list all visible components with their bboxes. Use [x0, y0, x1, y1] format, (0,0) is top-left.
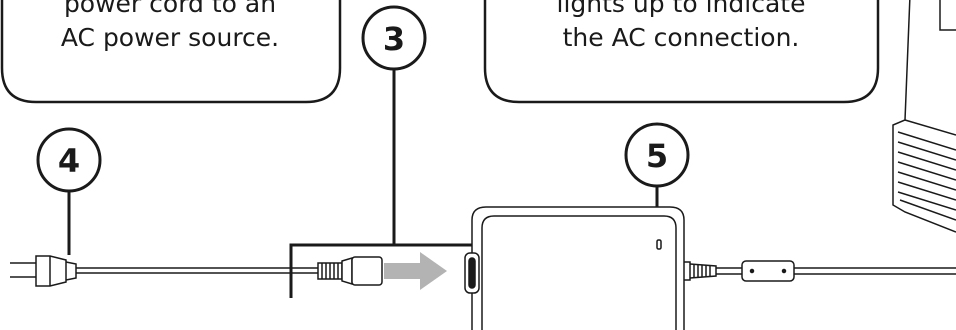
- ac-plug-icon: [10, 255, 77, 287]
- callout-box-right: [483, 0, 880, 104]
- callout-text-right: lights up to indicate the AC connection.: [505, 0, 857, 55]
- step-4-label: 4: [58, 142, 80, 180]
- callout-left-line2: AC power source.: [60, 23, 280, 52]
- callout-right-line2: the AC connection.: [562, 23, 800, 52]
- callout-text-left: power cord to an AC power source.: [20, 0, 320, 55]
- dc-cable-connector-icon: [684, 260, 956, 282]
- computer-chassis-icon: [892, 0, 956, 233]
- step-3-marker: 3: [289, 5, 498, 298]
- step-5-label: 5: [646, 137, 668, 175]
- callout-right-line1: lights up to indicate: [556, 0, 806, 18]
- callout-left-line1: power cord to an: [63, 0, 277, 18]
- insert-arrow-icon: [384, 252, 447, 290]
- callout-box-left: [0, 0, 342, 104]
- power-cord-connector-icon: [317, 256, 383, 286]
- power-adapter-icon: [464, 206, 685, 330]
- step-3-label: 3: [383, 20, 405, 58]
- ac-power-cord: [76, 267, 318, 274]
- step-5-marker: 5: [624, 122, 690, 226]
- step-4-marker: 4: [36, 127, 102, 255]
